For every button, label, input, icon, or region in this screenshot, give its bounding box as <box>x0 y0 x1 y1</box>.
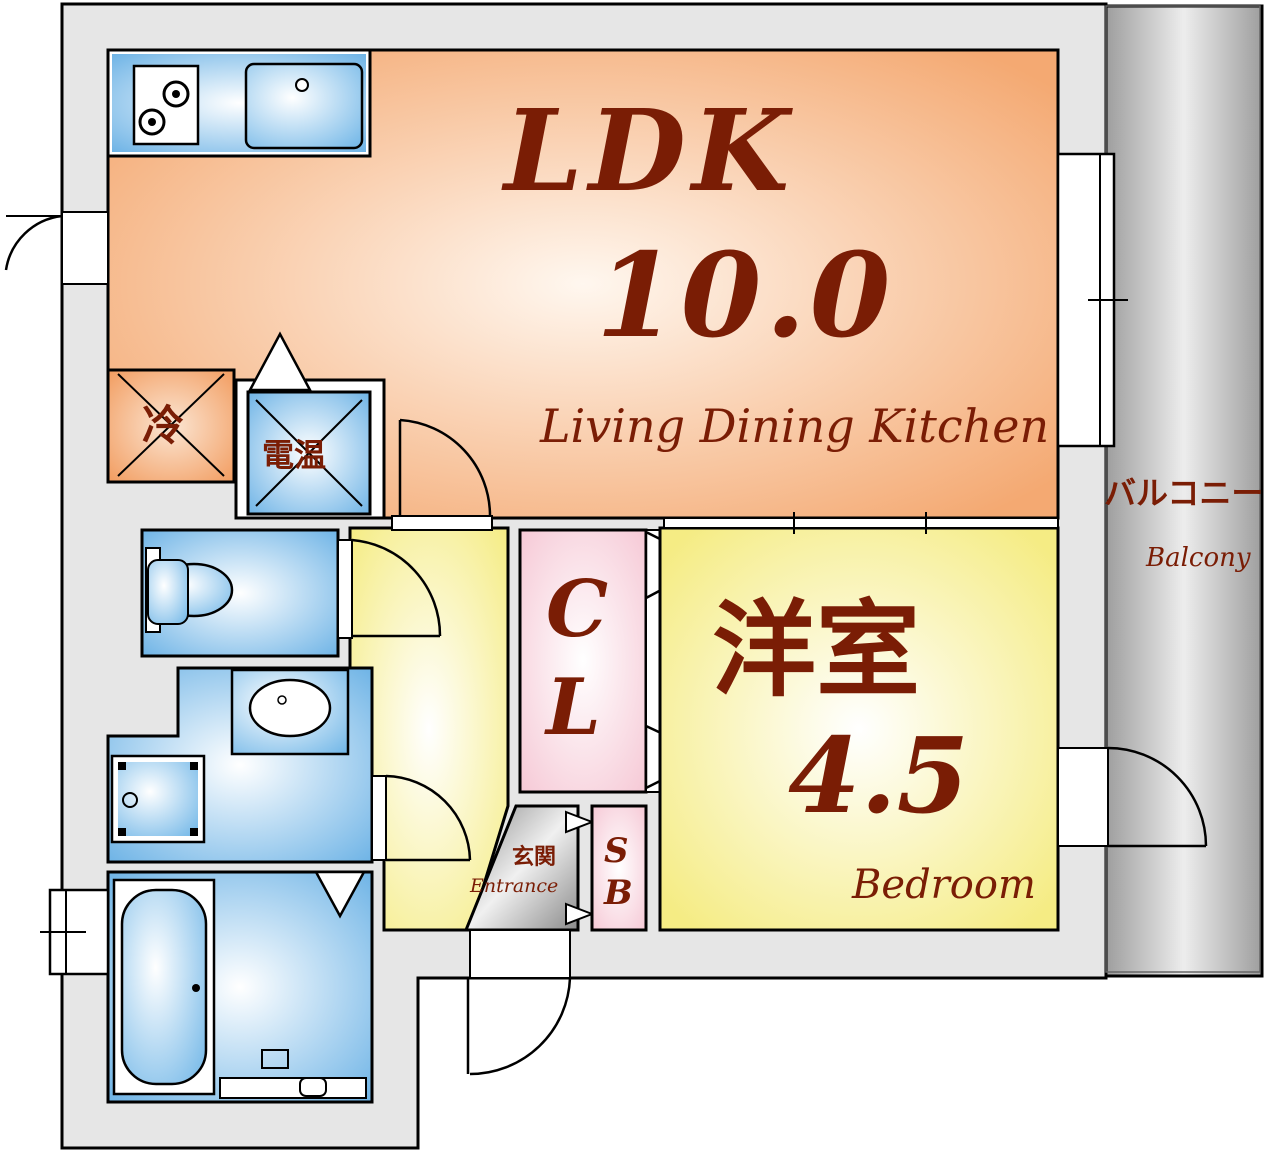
ldk-label: LDK <box>501 86 795 217</box>
water-heater-space <box>234 331 386 520</box>
shoebox-label-s: S <box>604 831 629 871</box>
ldk-size: 10.0 <box>596 228 895 364</box>
bedroom-balcony-door <box>1057 746 1208 848</box>
fridge-space <box>106 368 236 484</box>
ldk-window <box>1056 152 1128 448</box>
shoe-box <box>590 804 648 932</box>
stove-icon <box>132 64 200 146</box>
balcony <box>1104 4 1264 978</box>
fridge-label: 冷 <box>142 401 184 450</box>
entrance-label: 玄関 <box>512 844 556 870</box>
front-door <box>466 929 572 1076</box>
bathroom <box>106 870 374 1104</box>
bedroom-window-top <box>663 512 1059 534</box>
toilet-room <box>140 528 340 658</box>
sink-icon <box>244 62 364 150</box>
entrance <box>463 804 595 932</box>
balcony-label: バルコニー <box>1104 474 1263 512</box>
balcony-english: Balcony <box>1145 543 1251 573</box>
water-heater-label: 電温 <box>262 436 326 474</box>
entrance-english: Entrance <box>469 875 558 897</box>
washroom-door <box>371 774 472 862</box>
bedroom-size: 4.5 <box>788 714 969 837</box>
closet-label-c: C <box>546 564 608 655</box>
shoebox-label-b: B <box>603 873 633 913</box>
hall-to-ldk-door <box>391 418 493 531</box>
bedroom-label: 洋室 <box>712 589 920 711</box>
ldk-english: Living Dining Kitchen <box>539 399 1049 453</box>
bedroom <box>658 526 1060 932</box>
bedroom-english: Bedroom <box>851 862 1036 908</box>
ldk-side-door <box>4 211 109 285</box>
closet-label-l: L <box>544 662 601 753</box>
bathroom-window <box>40 888 110 976</box>
washroom <box>106 666 374 864</box>
toilet-door <box>337 538 442 639</box>
